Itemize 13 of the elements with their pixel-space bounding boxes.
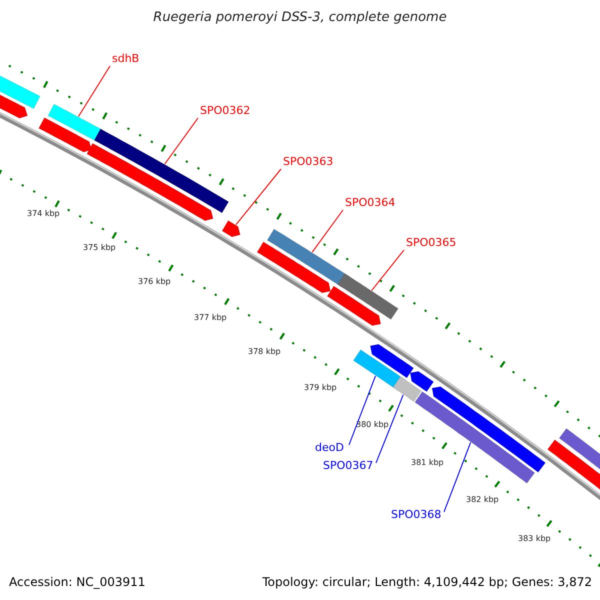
accession-text: Accession: NC_003911 bbox=[9, 576, 146, 588]
position-label: 379 kbp bbox=[304, 384, 337, 392]
position-label: 375 kbp bbox=[83, 244, 116, 252]
title: Ruegeria pomeroyi DSS-3, complete genome bbox=[152, 11, 448, 24]
position-label: 378 kbp bbox=[248, 348, 281, 356]
position-label: 382 kbp bbox=[466, 496, 499, 504]
position-label: 374 kbp bbox=[27, 210, 60, 218]
genome-info-text: Topology: circular; Length: 4,109,442 bp; Genes: 3,872 bbox=[262, 576, 592, 588]
position-label: 376 kbp bbox=[138, 278, 171, 286]
position-label: 377 kbp bbox=[194, 314, 227, 322]
position-label: 381 kbp bbox=[411, 459, 444, 467]
position-label: 383 kbp bbox=[518, 535, 551, 543]
position-label: 380 kbp bbox=[356, 421, 389, 429]
